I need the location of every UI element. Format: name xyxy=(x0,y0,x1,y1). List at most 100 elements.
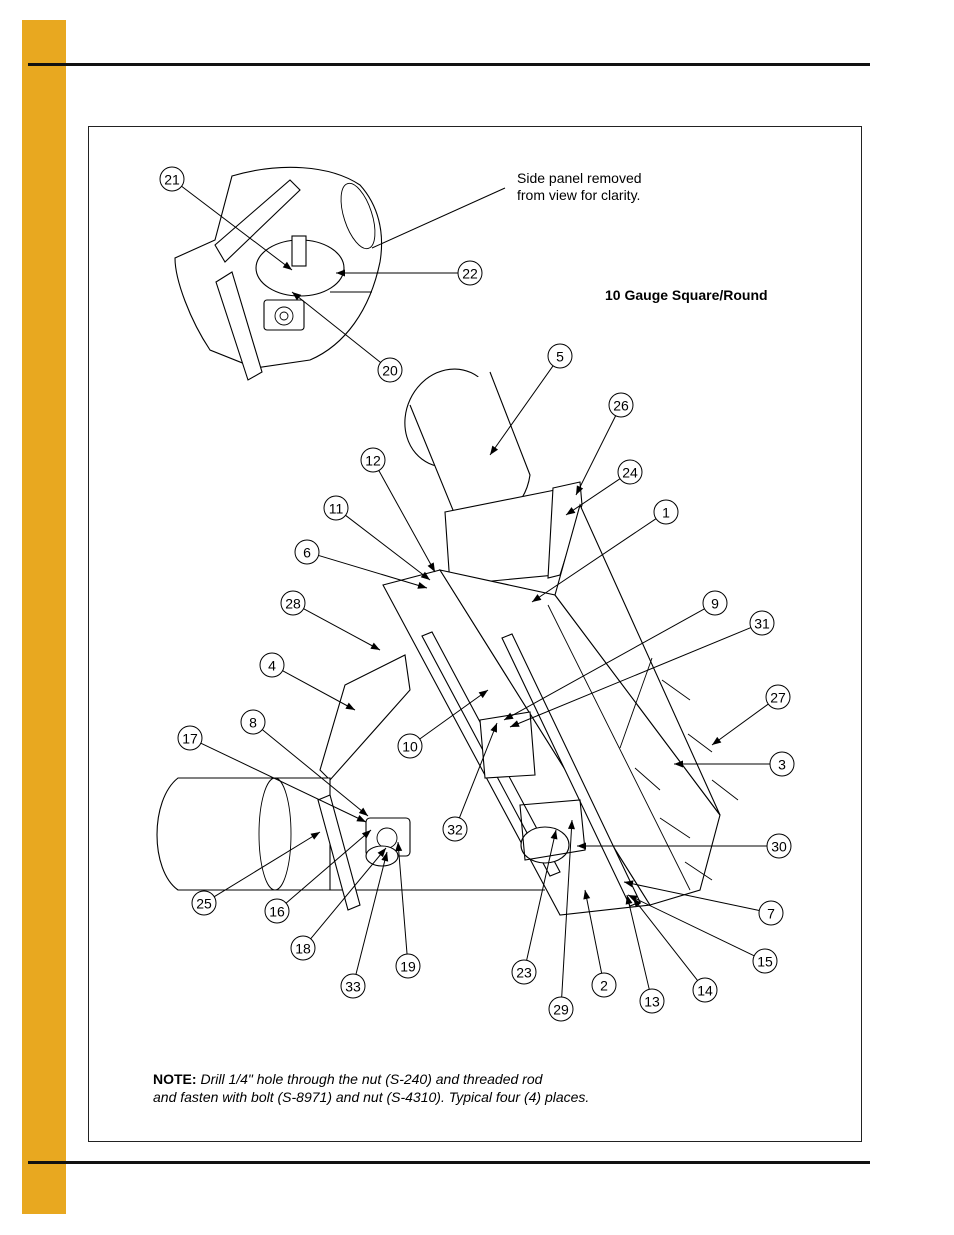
callout-9: 9 xyxy=(702,590,728,616)
leader-line-9 xyxy=(503,608,705,721)
arrowhead-29 xyxy=(567,820,575,830)
callout-29: 29 xyxy=(548,996,574,1022)
callout-15: 15 xyxy=(752,948,778,974)
arrowhead-10 xyxy=(478,690,488,699)
note-label: NOTE: xyxy=(153,1071,197,1087)
leader-line-1 xyxy=(531,518,657,603)
arrowhead-18 xyxy=(377,848,386,858)
arrowhead-5 xyxy=(490,445,499,455)
arrowhead-8 xyxy=(358,807,368,816)
callout-13: 13 xyxy=(639,988,665,1014)
leader-line-8 xyxy=(261,729,369,817)
arrowhead-11 xyxy=(420,571,430,580)
callout-circle xyxy=(702,590,728,616)
leader-line-25 xyxy=(213,831,321,898)
callout-circle xyxy=(608,392,634,418)
callout-number: 14 xyxy=(697,983,713,999)
arrowhead-14 xyxy=(633,898,642,908)
callout-number: 31 xyxy=(754,616,770,632)
inset-drive-housing xyxy=(174,166,506,381)
arrowhead-33 xyxy=(381,852,389,862)
callout-circle xyxy=(340,973,366,999)
callout-number: 32 xyxy=(447,822,463,838)
callout-circle xyxy=(617,459,643,485)
drill-note: NOTE: Drill 1/4" hole through the nut (S… xyxy=(153,1070,753,1106)
leader-line-7 xyxy=(623,881,760,912)
arrowhead-28 xyxy=(370,642,380,650)
arrowhead-7 xyxy=(624,880,634,888)
callout-2: 2 xyxy=(591,972,617,998)
leader-line-26 xyxy=(575,415,617,496)
callout-number: 25 xyxy=(196,896,212,912)
callout-number: 9 xyxy=(711,596,719,612)
callout-circle xyxy=(591,972,617,998)
callout-number: 28 xyxy=(285,596,301,612)
callout-circle xyxy=(323,495,349,521)
arrowhead-19 xyxy=(395,842,403,852)
header-rule xyxy=(28,63,870,66)
callout-number: 4 xyxy=(268,658,276,674)
callout-circle xyxy=(639,988,665,1014)
leader-line-2 xyxy=(584,889,603,974)
arrowhead-9 xyxy=(504,712,514,720)
callout-circle xyxy=(290,935,316,961)
leader-line-17 xyxy=(200,742,367,823)
callout-circle xyxy=(769,751,795,777)
arrowhead-30 xyxy=(577,842,586,850)
callout-circle xyxy=(749,610,775,636)
callout-32: 32 xyxy=(442,816,468,842)
leader-line-31 xyxy=(509,627,752,728)
assembly-title: 10 Gauge Square/Round xyxy=(605,287,768,303)
callout-24: 24 xyxy=(617,459,643,485)
callout-16: 16 xyxy=(264,898,290,924)
callout-8: 8 xyxy=(240,709,266,735)
arrowhead-16 xyxy=(361,830,371,839)
leader-line-18 xyxy=(310,847,387,940)
callout-26: 26 xyxy=(608,392,634,418)
callout-circle xyxy=(758,900,784,926)
leader-line-6 xyxy=(318,554,428,589)
arrowhead-22 xyxy=(336,269,345,277)
callout-circle xyxy=(264,898,290,924)
leader-line-21 xyxy=(181,185,293,271)
leader-lines xyxy=(181,185,770,998)
callout-circle xyxy=(159,166,185,192)
callout-28: 28 xyxy=(280,590,306,616)
arrowhead-13 xyxy=(625,895,633,905)
callout-number: 5 xyxy=(556,349,564,365)
callout-number: 2 xyxy=(600,978,608,994)
callout-12: 12 xyxy=(360,447,386,473)
page-tab-bar xyxy=(22,20,66,1214)
arrowhead-2 xyxy=(583,890,591,900)
callout-number: 23 xyxy=(516,965,532,981)
callout-number: 17 xyxy=(182,731,198,747)
callout-number: 22 xyxy=(462,266,478,282)
callout-circle xyxy=(457,260,483,286)
diagram-frame xyxy=(88,126,862,1142)
leader-line-24 xyxy=(565,478,621,516)
callout-number: 29 xyxy=(553,1002,569,1018)
callout-number: 20 xyxy=(382,363,398,379)
arrowhead-1 xyxy=(532,594,542,602)
callout-number: 3 xyxy=(778,757,786,773)
leader-line-11 xyxy=(345,514,431,581)
callout-6: 6 xyxy=(294,539,320,565)
side-panel-note-line-2: from view for clarity. xyxy=(517,187,641,203)
leader-line-32 xyxy=(458,722,498,819)
leader-line-12 xyxy=(378,470,436,573)
leader-line-23 xyxy=(526,829,557,961)
leader-line-19 xyxy=(397,841,408,955)
callout-number: 15 xyxy=(757,954,773,970)
callout-18: 18 xyxy=(290,935,316,961)
callout-circle xyxy=(377,357,403,383)
callout-circle xyxy=(752,948,778,974)
leader-line-29 xyxy=(561,819,573,998)
callout-5: 5 xyxy=(547,343,573,369)
callout-circle xyxy=(177,725,203,751)
callout-number: 1 xyxy=(662,505,670,521)
callout-circle xyxy=(294,539,320,565)
callout-number: 18 xyxy=(295,941,311,957)
callout-number: 6 xyxy=(303,545,311,561)
